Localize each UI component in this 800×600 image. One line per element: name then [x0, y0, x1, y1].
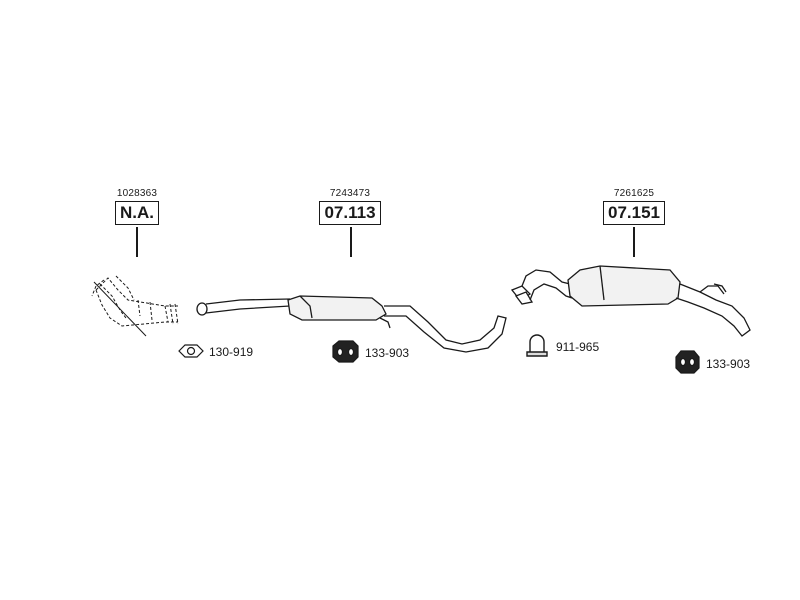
accessory-label-clamp[interactable]: 911-965 — [556, 340, 600, 354]
part-ref-number: 7243473 — [329, 188, 371, 199]
pipe-clamp-icon — [526, 334, 548, 357]
leader-line — [350, 227, 352, 257]
part-callout-rear-silencer: 7261625 07.151 — [594, 188, 674, 225]
part-ref-number: 1028363 — [116, 188, 158, 199]
front-pipe — [91, 275, 179, 327]
part-callout-middle-silencer: 7243473 07.113 — [310, 188, 390, 225]
front-pipe-axis — [93, 281, 147, 337]
part-code-box[interactable]: 07.113 — [319, 201, 381, 225]
leader-line — [633, 227, 635, 257]
accessory-label-gasket[interactable]: 130-919 — [209, 345, 254, 359]
rubber-hanger-icon — [675, 350, 700, 374]
part-callout-front-pipe: 1028363 N.A. — [104, 188, 170, 225]
rubber-hanger-icon — [332, 340, 359, 363]
gasket-ring-icon — [178, 344, 204, 358]
rear-silencer — [510, 265, 751, 337]
part-code-box[interactable]: 07.151 — [603, 201, 665, 225]
middle-silencer — [196, 295, 507, 353]
part-ref-number: 7261625 — [613, 188, 655, 199]
accessory-label-hanger[interactable]: 133-903 — [365, 346, 410, 360]
accessory-label-hanger[interactable]: 133-903 — [706, 357, 751, 371]
leader-line — [136, 227, 138, 257]
part-code-box[interactable]: N.A. — [115, 201, 159, 225]
